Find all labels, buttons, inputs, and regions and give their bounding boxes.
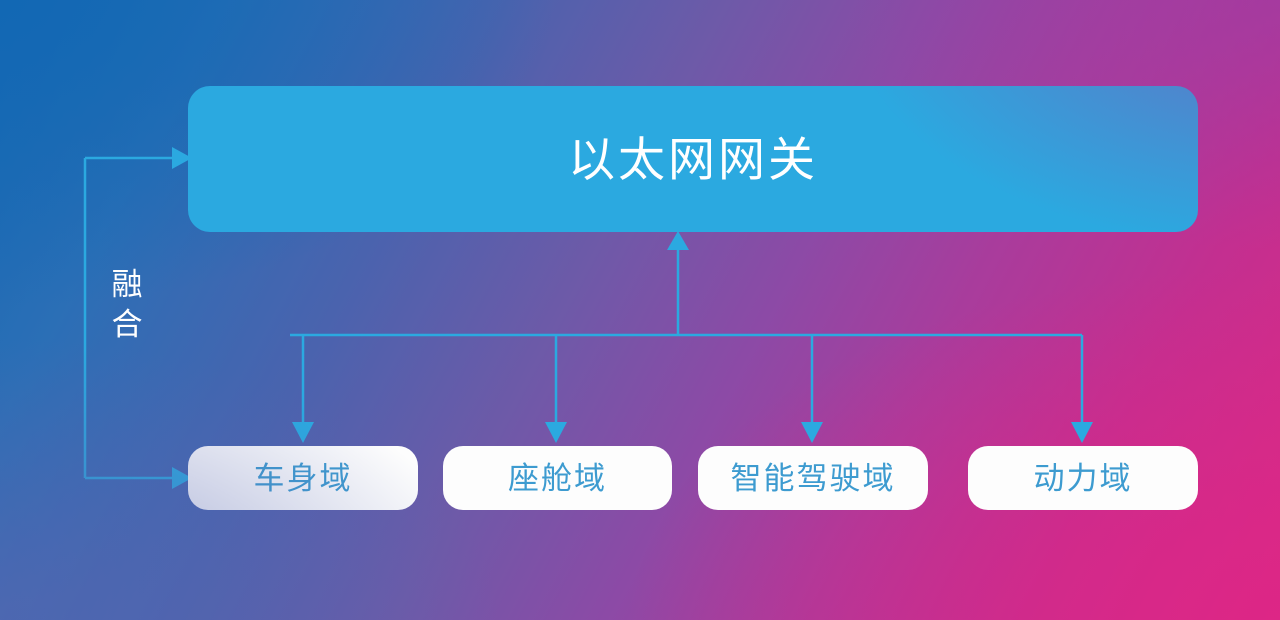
domain-label: 动力域 [1033,460,1133,496]
domain-label: 座舱域 [508,460,607,496]
arrowhead-trunk-to-gateway [667,231,689,250]
domain-node-intelligent-driving[interactable]: 智能驾驶域 [698,446,928,510]
domain-label: 智能驾驶域 [730,460,896,496]
domain-node-powertrain[interactable]: 动力域 [968,446,1198,510]
gateway-node[interactable]: 以太网网关 [188,86,1198,232]
arrowhead-domain-0 [292,422,314,443]
arrowhead-domain-2 [801,422,823,443]
arrowhead-to-domain-0-left [172,467,192,489]
domain-label: 车身域 [253,460,353,496]
domain-node-body[interactable]: 车身域 [188,446,418,510]
domain-node-cockpit[interactable]: 座舱域 [443,446,672,510]
arrowhead-domain-1 [545,422,567,443]
arrowhead-to-gateway [172,147,192,169]
fusion-label: 融 合 [111,267,143,342]
gateway-label: 以太网网关 [568,132,818,186]
arrowhead-domain-3 [1071,422,1093,443]
